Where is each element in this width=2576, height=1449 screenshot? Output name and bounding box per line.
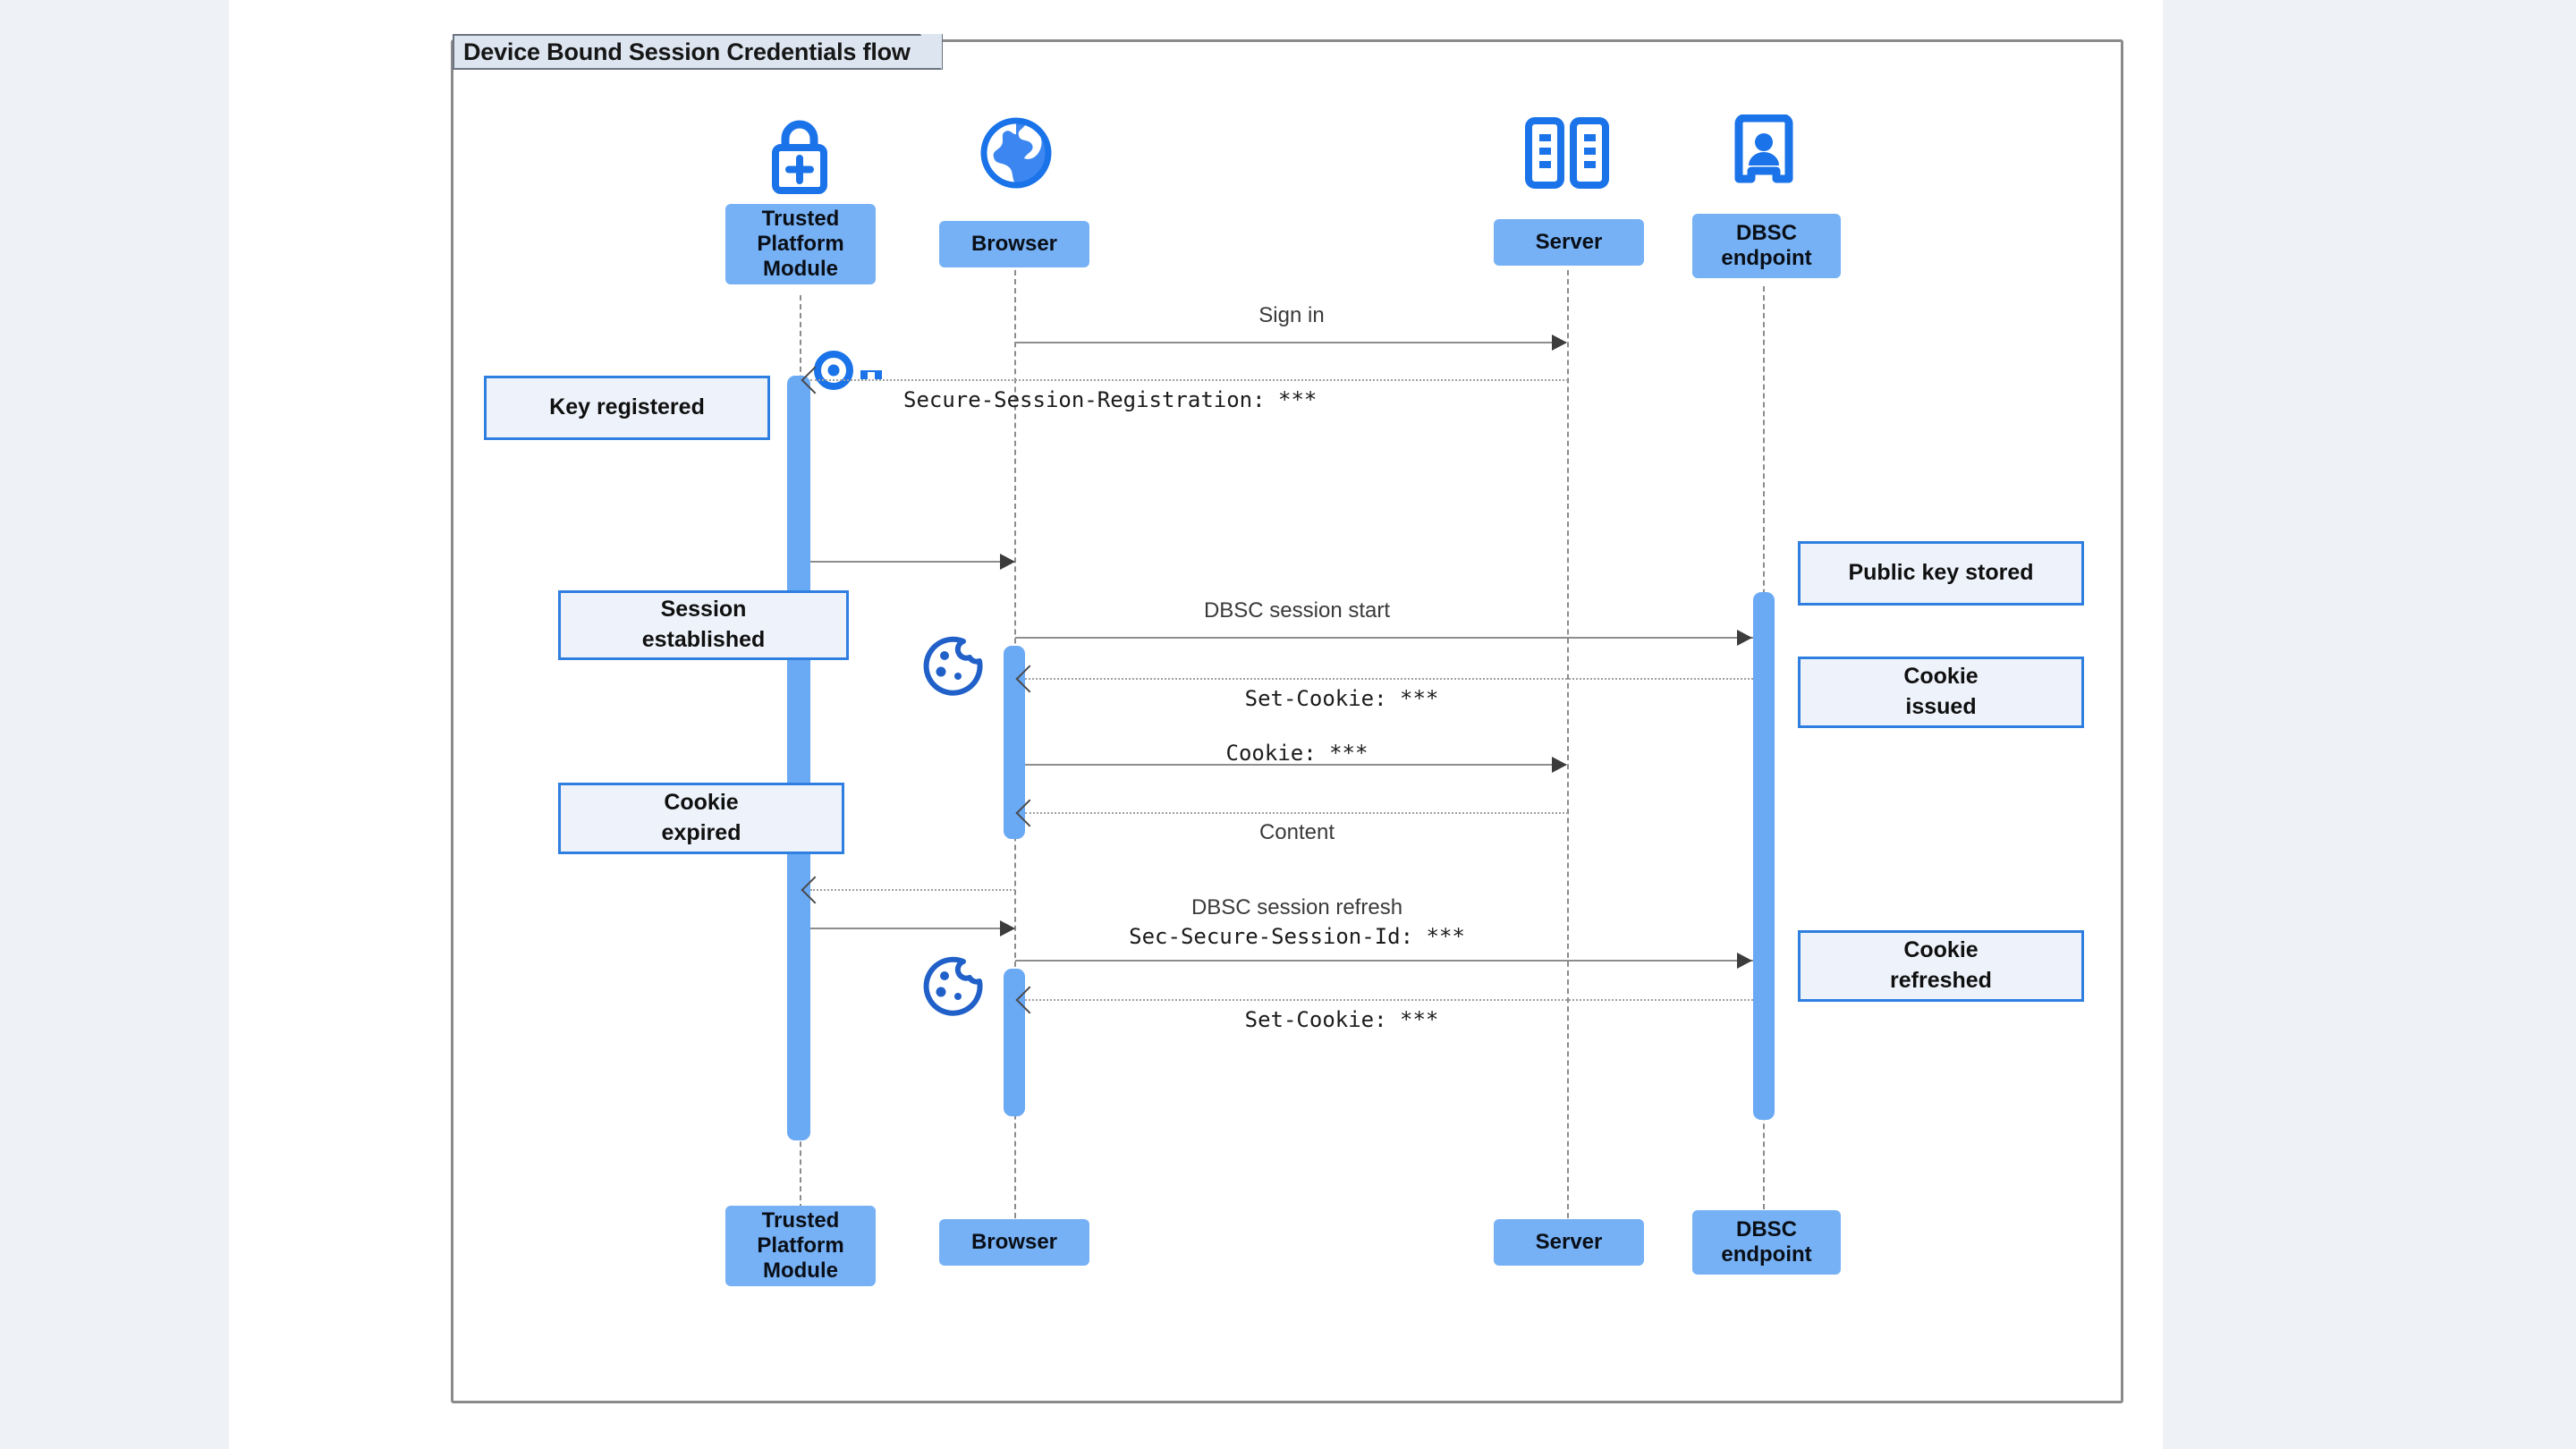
participant-dbsc-bottom[interactable]: DBSC endpoint	[1692, 1210, 1841, 1275]
id-badge-icon	[1731, 114, 1797, 191]
message-line-dbsc-session-start	[1015, 637, 1753, 639]
message-line-tpm-to-browser-refresh	[810, 928, 1015, 929]
participant-tpm-top[interactable]: Trusted Platform Module	[725, 204, 876, 284]
participant-tpm-bottom[interactable]: Trusted Platform Module	[725, 1206, 876, 1286]
message-label-dbsc-session-refresh: DBSC session refresh	[1191, 895, 1403, 919]
note-key-registered: Key registered	[484, 376, 770, 440]
key-icon	[814, 347, 889, 394]
participant-server-top[interactable]: Server	[1494, 219, 1644, 266]
message-arrowhead-cookie-send	[1552, 757, 1567, 773]
note-cookie-issued: Cookie issued	[1798, 657, 2084, 728]
server-racks-icon	[1522, 116, 1612, 190]
message-label-cookie-send: Cookie: ***	[1225, 741, 1368, 766]
participant-browser-bottom[interactable]: Browser	[939, 1219, 1089, 1266]
message-label-sign-in: Sign in	[1258, 303, 1325, 327]
message-label-secure-session-registration: Secure-Session-Registration: ***	[903, 387, 1318, 412]
message-arrowhead-tpm-to-browser-refresh	[1000, 920, 1015, 936]
note-cookie-expired: Cookie expired	[558, 783, 844, 854]
message-arrowhead-key-to-browser	[1000, 554, 1015, 570]
note-cookie-refreshed: Cookie refreshed	[1798, 930, 2084, 1002]
activation-tpm	[787, 376, 810, 1140]
message-line-browser-to-tpm	[810, 889, 1015, 891]
message-arrowhead-sign-in	[1552, 335, 1567, 351]
message-line-set-cookie-1	[1025, 678, 1753, 680]
message-label-sec-secure-session-id: Sec-Secure-Session-Id: ***	[1129, 924, 1465, 949]
message-line-sign-in	[1015, 342, 1566, 343]
participant-server-bottom[interactable]: Server	[1494, 1219, 1644, 1266]
message-label-dbsc-session-start: DBSC session start	[1203, 598, 1391, 623]
message-arrowhead-dbsc-session-start	[1737, 630, 1752, 646]
activation-browser-2	[1004, 969, 1025, 1116]
message-line-key-to-browser	[810, 561, 1015, 563]
message-line-secure-session-registration	[810, 379, 1568, 381]
page-title: Device Bound Session Credentials flow	[463, 38, 911, 65]
message-line-content	[1025, 812, 1568, 814]
note-public-key-stored: Public key stored	[1798, 541, 2084, 606]
lifeline-server	[1567, 270, 1569, 1218]
note-session-established: Session established	[558, 590, 849, 660]
activation-browser-1	[1004, 646, 1025, 839]
message-line-dbsc-session-refresh	[1015, 960, 1753, 962]
diagram-frame	[451, 39, 2123, 1403]
message-label-content: Content	[1258, 820, 1335, 844]
message-label-set-cookie-1: Set-Cookie: ***	[1244, 686, 1439, 711]
participant-browser-top[interactable]: Browser	[939, 221, 1089, 267]
cookie-icon-2	[921, 955, 986, 1020]
message-line-set-cookie-2	[1025, 999, 1753, 1001]
message-arrowhead-dbsc-session-refresh	[1737, 953, 1752, 969]
cookie-icon-1	[921, 635, 986, 699]
participant-dbsc-top[interactable]: DBSC endpoint	[1692, 214, 1841, 278]
diagram-title-tab: Device Bound Session Credentials flow	[453, 34, 943, 70]
activation-dbsc	[1753, 592, 1775, 1120]
globe-icon	[979, 116, 1053, 190]
message-label-set-cookie-2: Set-Cookie: ***	[1244, 1007, 1439, 1032]
lock-plus-icon	[762, 114, 837, 197]
message-line-cookie-send	[1025, 764, 1566, 766]
